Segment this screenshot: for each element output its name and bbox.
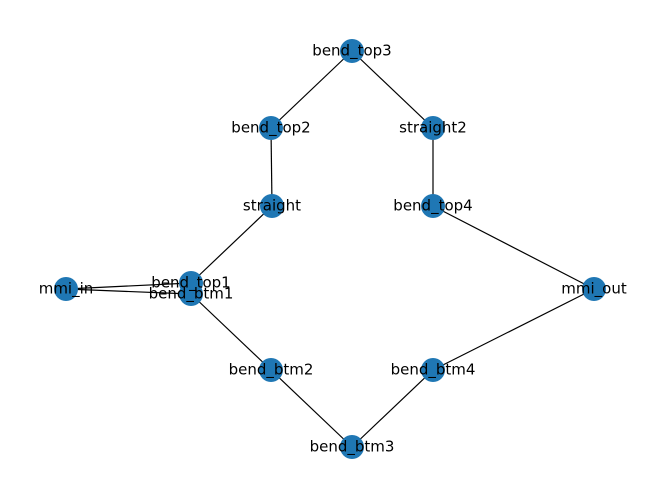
node-mmi_in [54,277,78,301]
node-label-mmi_out: mmi_out [561,280,627,299]
node-label-bend_top3: bend_top3 [312,42,391,61]
node-label-bend_top2: bend_top2 [231,119,310,138]
node-label-bend_top1: bend_top1 [151,274,230,293]
edge-bend_top4-mmi_out [432,205,595,290]
edge-bend_top3-straight2 [351,50,434,129]
node-straight [260,194,284,218]
node-label-bend_btm2: bend_btm2 [229,361,314,380]
edge-bend_top1-straight [190,205,273,284]
node-straight2 [421,116,445,140]
node-label-mmi_in: mmi_in [39,280,94,299]
node-label-bend_top4: bend_top4 [393,197,472,216]
node-bend_btm3 [340,435,364,459]
node-mmi_out [582,277,606,301]
edge-mmi_in-bend_btm1 [65,288,192,295]
edge-bend_btm4-mmi_out [432,288,595,371]
node-bend_top3 [340,39,364,63]
node-label-straight: straight [243,197,301,215]
edge-straight-bend_top2 [270,127,273,207]
node-label-bend_btm4: bend_btm4 [391,361,476,380]
node-bend_top4 [421,194,445,218]
edge-bend_btm2-bend_btm3 [270,369,353,448]
node-bend_btm1 [179,282,203,306]
nodes-group [54,39,606,459]
node-bend_btm4 [421,358,445,382]
edges-group [65,50,595,448]
node-label-straight2: straight2 [399,119,467,137]
edge-bend_btm1-bend_btm2 [190,293,272,371]
edge-bend_top2-bend_top3 [270,50,353,129]
node-bend_btm2 [259,358,283,382]
edge-bend_btm3-bend_btm4 [351,369,434,448]
edge-mmi_in-bend_top1 [65,282,192,290]
node-bend_top2 [259,116,283,140]
node-label-bend_btm3: bend_btm3 [310,438,395,457]
node-label-bend_btm1: bend_btm1 [149,285,234,304]
